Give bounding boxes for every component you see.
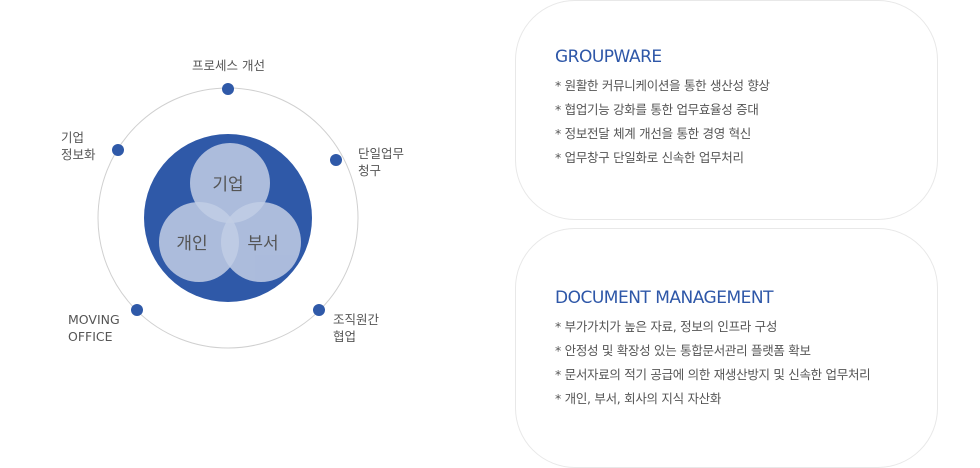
list-item: 업무창구 단일화로 신속한 업무처리 bbox=[555, 146, 770, 170]
list-item: 개인, 부서, 회사의 지식 자산화 bbox=[555, 387, 870, 411]
node-dot-right-top bbox=[330, 154, 342, 166]
document-management-card: DOCUMENT MANAGEMENT 부가가치가 높은 자료, 정보의 인프라… bbox=[515, 228, 938, 468]
list-item: 부가가치가 높은 자료, 정보의 인프라 구성 bbox=[555, 315, 870, 339]
groupware-card: GROUPWARE 원활한 커뮤니케이션을 통한 생산성 향상 협업기능 강화를… bbox=[515, 0, 938, 220]
circle-department bbox=[221, 202, 301, 282]
node-dot-left-bottom bbox=[131, 304, 143, 316]
collaboration-diagram: 기업 개인 부서 bbox=[97, 83, 359, 349]
node-label-process: 프로세스 개선 bbox=[192, 58, 265, 73]
list-item: 안정성 및 확장성 있는 통합문서관리 플랫폼 확보 bbox=[555, 339, 870, 363]
list-item: 원활한 커뮤니케이션을 통한 생산성 향상 bbox=[555, 74, 770, 98]
list-item: 협업기능 강화를 통한 업무효율성 증대 bbox=[555, 98, 770, 122]
node-dot-right-bottom bbox=[313, 304, 325, 316]
label-department: 부서 bbox=[247, 234, 278, 254]
circle-enterprise bbox=[190, 143, 270, 223]
label-individual: 개인 bbox=[176, 234, 207, 254]
node-dot-top bbox=[222, 83, 234, 95]
card-title: GROUPWARE bbox=[555, 47, 662, 67]
card-title: DOCUMENT MANAGEMENT bbox=[555, 288, 773, 308]
list-item: 정보전달 체계 개선을 통한 경영 혁신 bbox=[555, 122, 770, 146]
node-dot-left-top bbox=[112, 144, 124, 156]
list-item: 문서자료의 적기 공급에 의한 재생산방지 및 신속한 업무처리 bbox=[555, 363, 871, 387]
label-enterprise: 기업 bbox=[212, 175, 243, 195]
circle-individual bbox=[159, 202, 239, 282]
